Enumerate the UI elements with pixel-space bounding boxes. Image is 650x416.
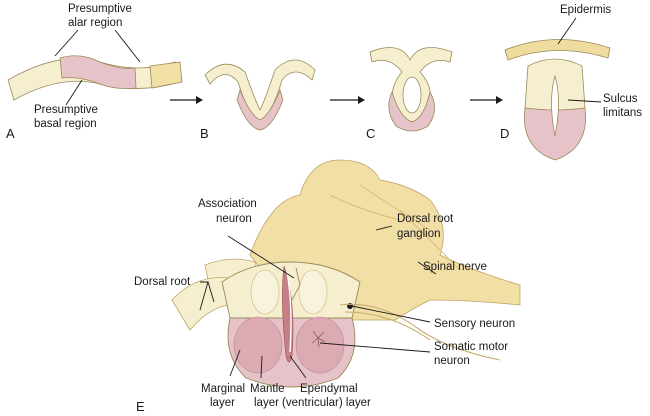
label-presumptive-basal-2: basal region	[34, 118, 97, 130]
label-sensory-neuron: Sensory neuron	[434, 318, 515, 330]
label-somatic-motor-1: Somatic motor	[434, 341, 508, 353]
label-dorsal-root-ganglion-1: Dorsal root	[397, 213, 454, 225]
spinal-cord-e	[171, 159, 521, 388]
neural-tube-d	[504, 39, 611, 161]
label-presumptive-alar-1: Presumptive	[68, 3, 132, 15]
label-marginal-1: Marginal	[201, 383, 245, 395]
label-mantle-1: Mantle	[250, 383, 285, 395]
label-association-1: Association	[198, 198, 257, 210]
label-association-2: neuron	[216, 213, 252, 225]
label-epidermis: Epidermis	[560, 4, 611, 16]
arrow-b-c-head	[358, 96, 365, 104]
label-somatic-motor-2: neuron	[434, 355, 470, 367]
label-sulcus-1: Sulcus	[603, 93, 638, 105]
neural-plate-a	[7, 55, 183, 101]
label-spinal-nerve: Spinal nerve	[423, 261, 487, 273]
panel-label-c: C	[366, 126, 375, 141]
panel-label-b: B	[200, 126, 209, 141]
label-marginal-2: layer	[210, 397, 235, 409]
label-dorsal-root: Dorsal root	[134, 276, 191, 288]
panel-label-d: D	[500, 126, 509, 141]
neural-groove-b	[204, 59, 316, 131]
epidermis-layer	[504, 39, 611, 61]
arrow-a-b-head	[196, 96, 203, 104]
label-dorsal-root-ganglion-2: ganglion	[397, 228, 440, 240]
label-presumptive-alar-2: alar region	[68, 17, 122, 29]
label-mantle-2: layer	[254, 397, 279, 409]
label-ependymal-1: Ependymal	[300, 383, 358, 395]
arrow-c-d-head	[496, 96, 503, 104]
panel-label-a: A	[6, 126, 15, 141]
label-ependymal-2: (ventricular) layer	[282, 397, 371, 409]
panel-label-e: E	[136, 399, 145, 414]
label-presumptive-basal-1: Presumptive	[34, 104, 98, 116]
label-sulcus-2: limitans	[603, 107, 642, 119]
neural-folds-c	[369, 47, 453, 132]
